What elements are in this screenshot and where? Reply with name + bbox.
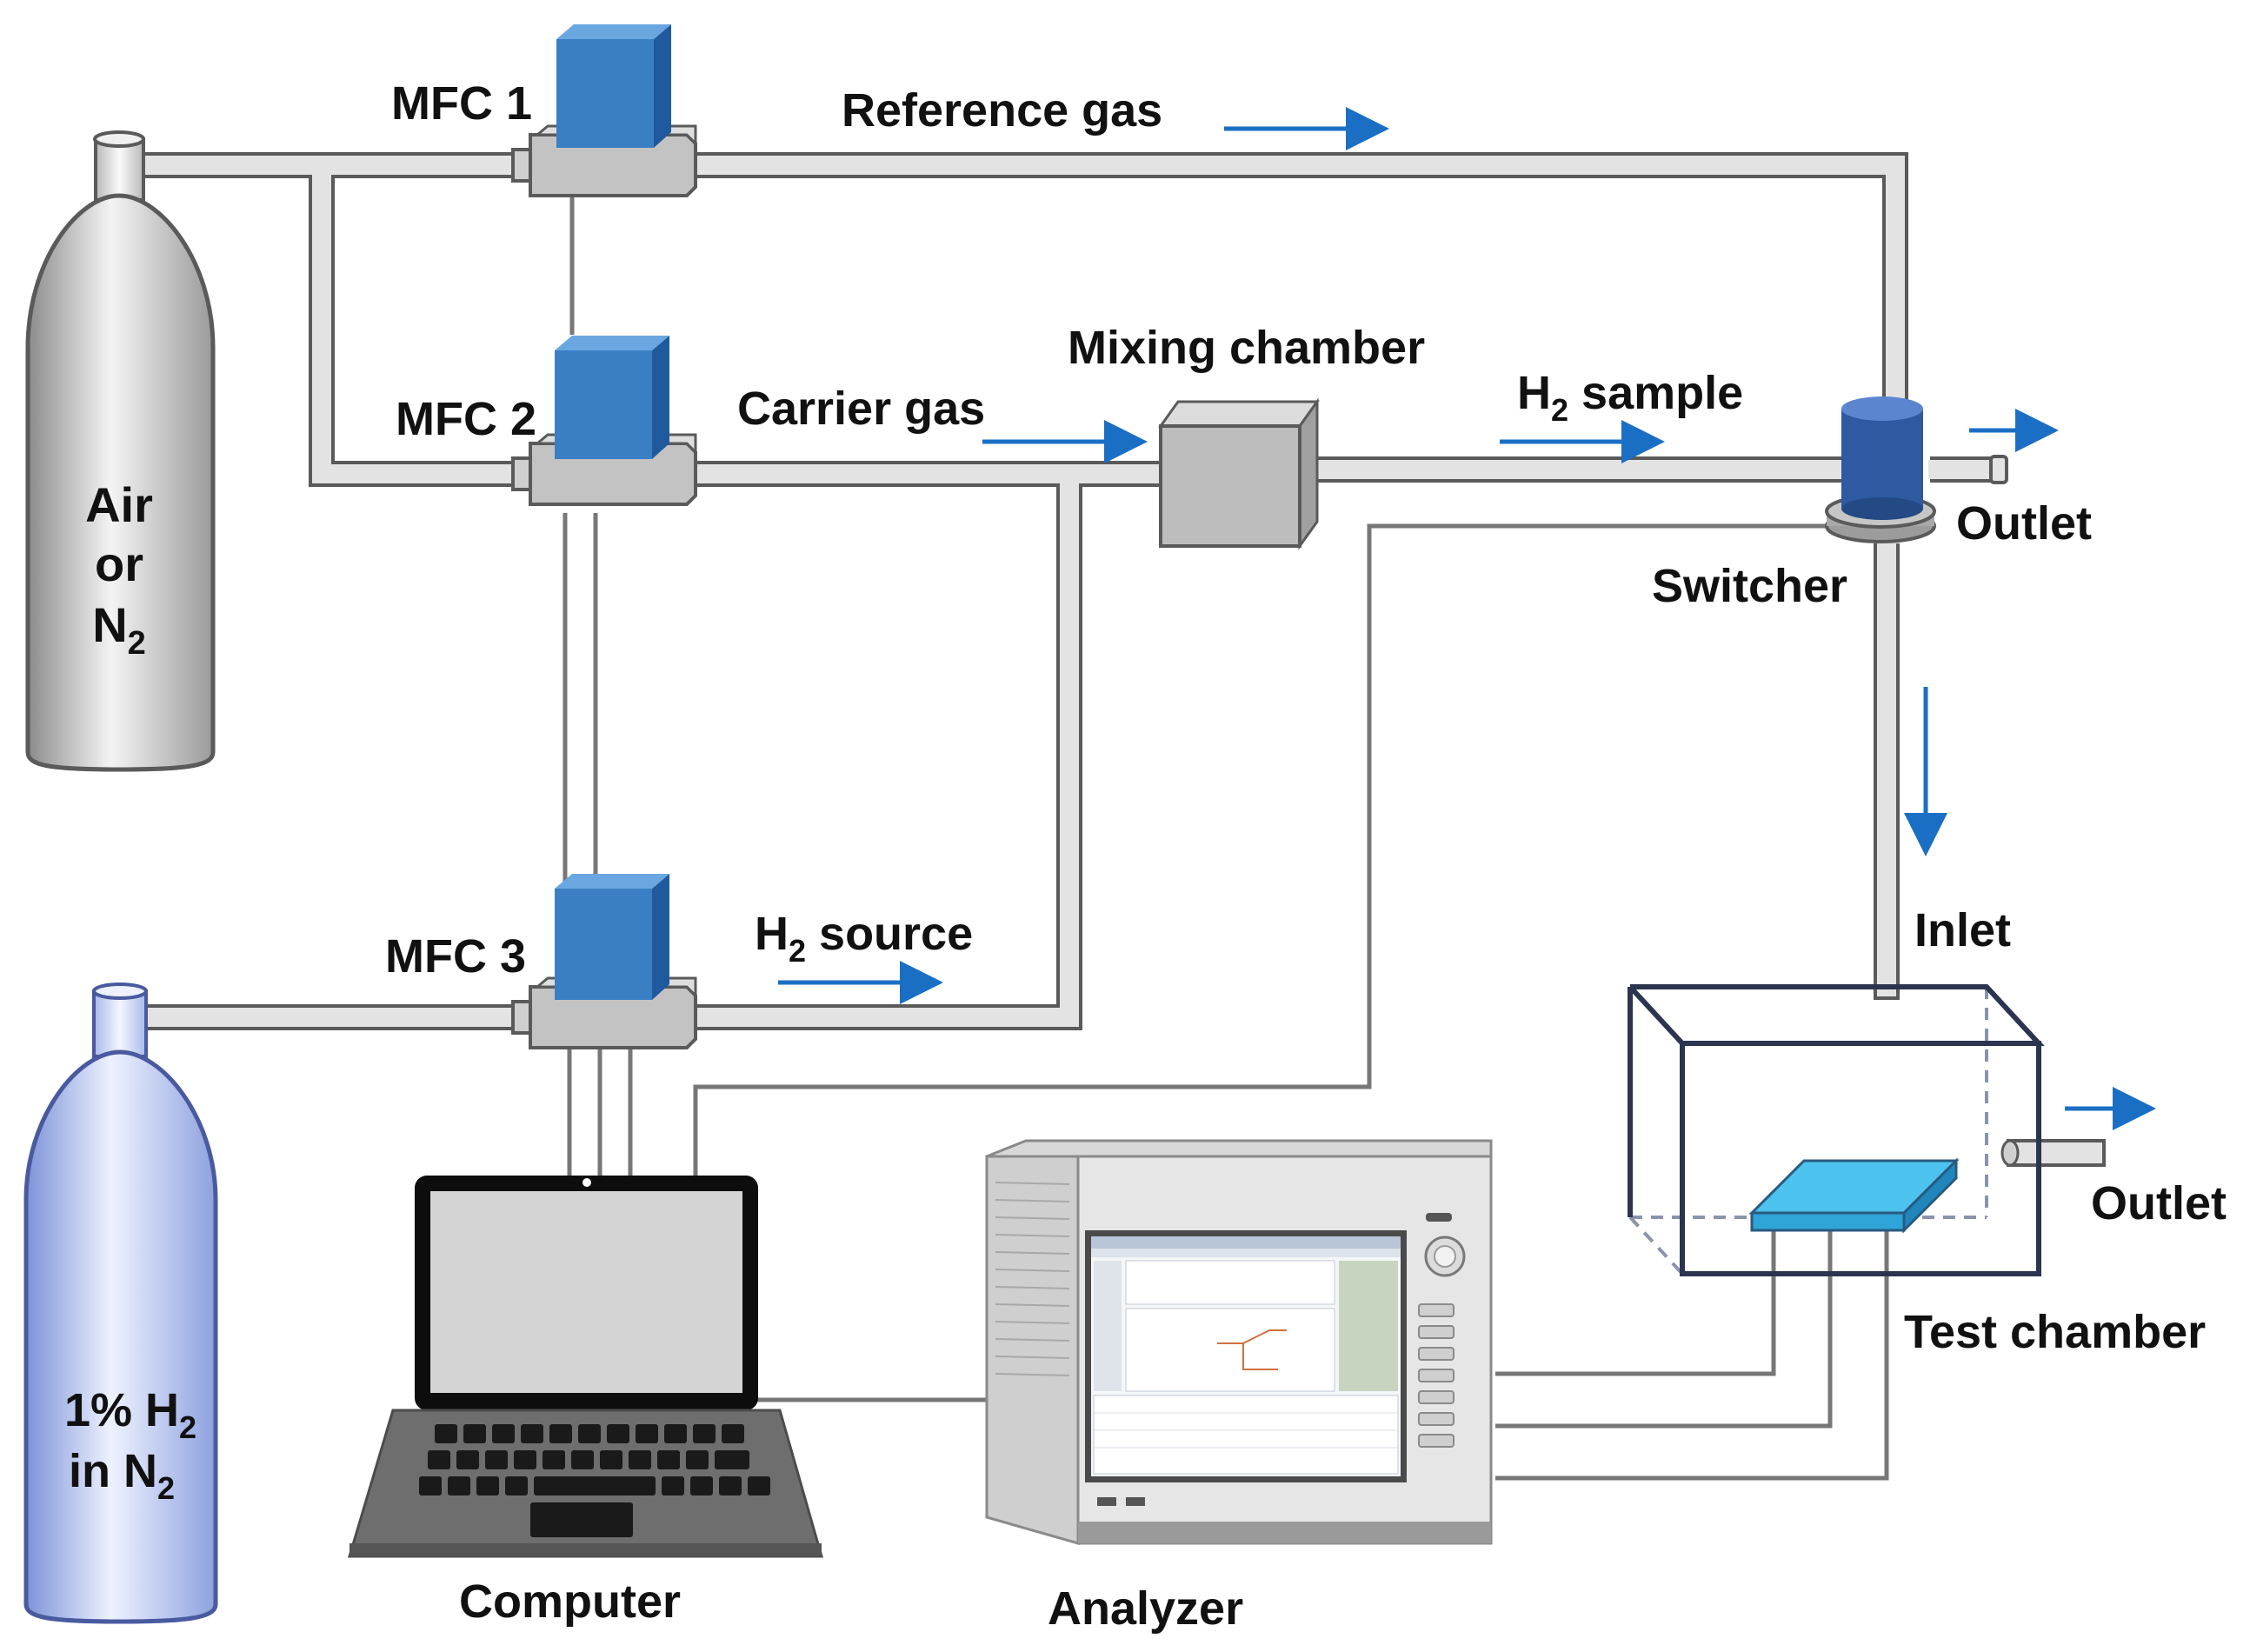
labels: MFC 1 MFC 2 MFC 3 Reference gas Carrier … <box>385 77 2227 1635</box>
carrier-gas-label: Carrier gas <box>737 383 985 435</box>
laptop-computer <box>347 1176 823 1558</box>
h2-cylinder: 1% H2 in N2 <box>23 983 218 1624</box>
h2-source-label: H2 source <box>755 908 973 969</box>
tank-h2-line2: in N2 <box>69 1445 175 1506</box>
mfc-2 <box>511 336 697 506</box>
tank-air-line1: Air <box>85 477 153 532</box>
mfc3-label: MFC 3 <box>385 930 526 983</box>
switcher-valve <box>1825 396 1936 543</box>
analyzer-label: Analyzer <box>1048 1582 1243 1635</box>
reference-gas-label: Reference gas <box>842 84 1162 137</box>
flow-arrows <box>778 107 2156 1130</box>
analyzer-instrument <box>985 1139 1493 1545</box>
mfc2-label: MFC 2 <box>396 393 536 445</box>
tank-air-line3: N2 <box>92 597 146 662</box>
h2-sample-label: H2 sample <box>1517 367 1743 428</box>
mfc-1 <box>511 24 697 197</box>
signal-wires <box>562 196 1889 1481</box>
tank-air-line2: or <box>95 536 143 591</box>
inlet-label: Inlet <box>1914 904 2011 956</box>
mfc1-label: MFC 1 <box>391 77 532 130</box>
outlet-top-label: Outlet <box>1956 497 2092 550</box>
gas-pipes <box>139 152 2008 1030</box>
switcher-label: Switcher <box>1652 560 1847 612</box>
air-n2-cylinder: Air or N2 <box>25 130 216 772</box>
outlet-chamber-label: Outlet <box>2091 1177 2227 1229</box>
test-chamber-box <box>1628 984 2106 1276</box>
computer-label: Computer <box>459 1575 681 1628</box>
mixing-chamber-label: Mixing chamber <box>1068 322 1425 374</box>
mixing-chamber-box <box>1158 397 1320 550</box>
mfc-3 <box>511 874 697 1049</box>
test-chamber-label: Test chamber <box>1904 1306 2206 1358</box>
tank-h2-line1: 1% H2 <box>64 1384 196 1445</box>
